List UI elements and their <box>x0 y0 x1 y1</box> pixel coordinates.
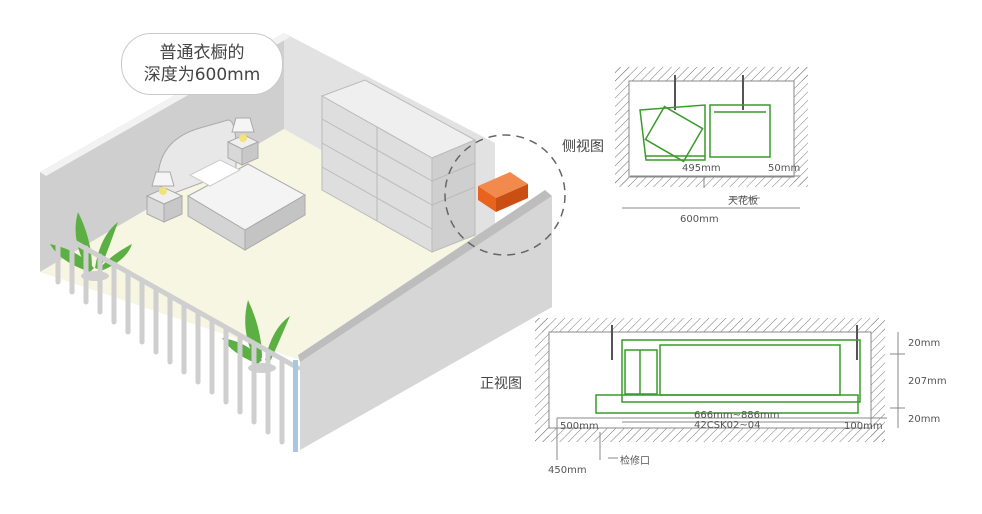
front-wall <box>300 196 552 450</box>
balcony-glass-edge <box>293 360 298 452</box>
side-dim-total: 600mm <box>680 214 719 225</box>
callout-line2: 深度为600mm <box>143 65 261 85</box>
front-dim-length: 666mm~886mm <box>694 410 780 421</box>
callout-line1: 普通衣橱的 <box>159 43 245 63</box>
front-access-label: 检修口 <box>620 456 650 467</box>
front-view-drawing <box>535 318 905 460</box>
balcony-railing <box>41 222 301 445</box>
side-view-title: 侧视图 <box>562 139 604 155</box>
front-wall-top <box>298 190 552 362</box>
nightstand-right <box>226 117 260 166</box>
wardrobe-depth-callout: 普通衣橱的 深度为600mm <box>121 33 283 95</box>
side-view-drawing <box>615 67 808 209</box>
front-dim-right: 100mm <box>844 421 883 432</box>
front-dim-bottom: 20mm <box>908 414 941 425</box>
side-dim-gap: 50mm <box>768 163 801 174</box>
front-model-label: 42CSK02~04 <box>694 420 761 431</box>
front-dim-height: 207mm <box>908 376 947 387</box>
front-dim-top: 20mm <box>908 338 941 349</box>
side-ceiling-label: 天花板 <box>728 196 758 207</box>
bed <box>157 119 307 251</box>
front-dim-left: 500mm <box>560 421 599 432</box>
front-view-title: 正视图 <box>480 376 522 392</box>
side-dim-unit: 495mm <box>682 163 721 174</box>
wardrobe <box>320 79 477 253</box>
front-dim-access: 450mm <box>548 465 587 476</box>
indoor-unit-highlight <box>444 134 566 256</box>
nightstand-left <box>145 171 184 223</box>
